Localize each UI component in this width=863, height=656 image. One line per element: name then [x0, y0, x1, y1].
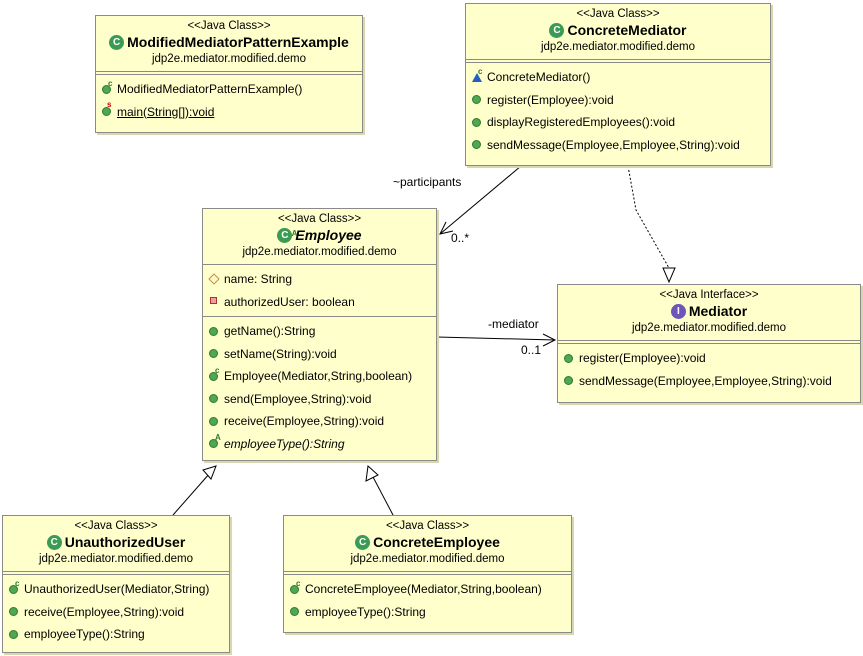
interface-icon: I	[670, 304, 686, 319]
interface-name: Mediator	[688, 303, 748, 319]
stereotype: <<Java Class>>	[385, 520, 470, 532]
class-name: Employee	[295, 227, 362, 243]
mediator-association	[436, 336, 556, 341]
method-row[interactable]: send(Employee,String):void	[209, 388, 436, 411]
method-row[interactable]: receive(Employee,String):void	[9, 601, 229, 624]
mediator-arrowhead	[542, 333, 557, 347]
package-name: jdp2e.mediator.modified.demo	[38, 553, 194, 565]
public-method-icon	[564, 375, 575, 386]
unauthorized-generalization	[172, 472, 211, 516]
method-row[interactable]: setName(String):void	[209, 343, 436, 366]
public-method-icon	[209, 393, 220, 404]
class-icon: C	[549, 23, 565, 38]
class-icon: C	[46, 535, 62, 550]
package-name: jdp2e.mediator.modified.demo	[151, 53, 307, 65]
class-icon: C	[355, 535, 371, 550]
constructor-icon: c	[9, 579, 20, 595]
participants-association	[439, 165, 522, 235]
participants-role-label: ~participants	[393, 175, 462, 189]
concrete-employee-generalization	[372, 476, 394, 516]
stereotype: <<Java Class>>	[277, 213, 362, 225]
package-name: jdp2e.mediator.modified.demo	[350, 553, 505, 565]
class-icon: C	[109, 35, 125, 50]
public-method-icon	[472, 117, 483, 128]
public-method-icon	[564, 353, 575, 364]
public-method-icon	[209, 416, 220, 427]
realization-line	[627, 165, 670, 269]
class-name: ConcreteEmployee	[373, 534, 500, 550]
method-row[interactable]: getName():String	[209, 320, 436, 343]
method-row[interactable]: register(Employee):void	[472, 89, 770, 112]
public-method-icon	[472, 139, 483, 150]
method-row[interactable]: displayRegisteredEmployees():void	[472, 111, 770, 134]
concrete-employee-generalization-head	[365, 464, 379, 482]
class-name: ModifiedMediatorPatternExample	[127, 34, 349, 50]
unauthorized-generalization-head	[202, 465, 217, 480]
package-name: jdp2e.mediator.modified.demo	[540, 41, 696, 53]
mediator-multiplicity-label: 0..1	[521, 343, 542, 357]
public-method-icon	[472, 94, 483, 105]
class-name: UnauthorizedUser	[64, 534, 186, 550]
abstract-method-icon: A	[209, 434, 221, 449]
constructor-icon: c	[209, 366, 220, 382]
package-name: jdp2e.mediator.modified.demo	[242, 246, 397, 258]
participants-arrowhead	[439, 221, 454, 235]
stereotype: <<Java Interface>>	[659, 289, 759, 301]
constructor-icon: c	[102, 79, 113, 95]
method-row[interactable]: employeeType():String	[290, 601, 571, 624]
mediator-role-label: -mediator	[488, 317, 539, 331]
class-name: ConcreteMediator	[567, 22, 687, 38]
field-row[interactable]: authorizedUser: boolean	[209, 291, 436, 314]
static-method-icon: s	[102, 101, 113, 117]
stereotype: <<Java Class>>	[576, 8, 660, 20]
method-row[interactable]: employeeType():String	[9, 623, 229, 646]
participants-multiplicity-label: 0..*	[451, 231, 470, 245]
method-row[interactable]: receive(Employee,String):void	[209, 410, 436, 433]
method-row[interactable]: sendMessage(Employee,Employee,String):vo…	[564, 370, 860, 393]
package-field-icon	[208, 273, 220, 285]
private-field-icon	[209, 296, 220, 307]
public-method-icon	[209, 326, 220, 337]
package-name: jdp2e.mediator.modified.demo	[631, 322, 787, 334]
constructor-icon: c	[290, 579, 301, 595]
method-row[interactable]: sendMessage(Employee,Employee,String):vo…	[472, 134, 770, 157]
public-method-icon	[9, 606, 20, 617]
public-method-icon	[9, 629, 20, 640]
realization-arrowhead	[662, 267, 676, 284]
stereotype: <<Java Class>>	[187, 20, 271, 32]
package-constructor-icon: c	[472, 67, 483, 83]
field-row[interactable]: name: String	[208, 268, 436, 291]
stereotype: <<Java Class>>	[74, 520, 158, 532]
public-method-icon	[209, 348, 220, 359]
public-method-icon	[290, 606, 301, 617]
method-row[interactable]: register(Employee):void	[564, 347, 860, 370]
